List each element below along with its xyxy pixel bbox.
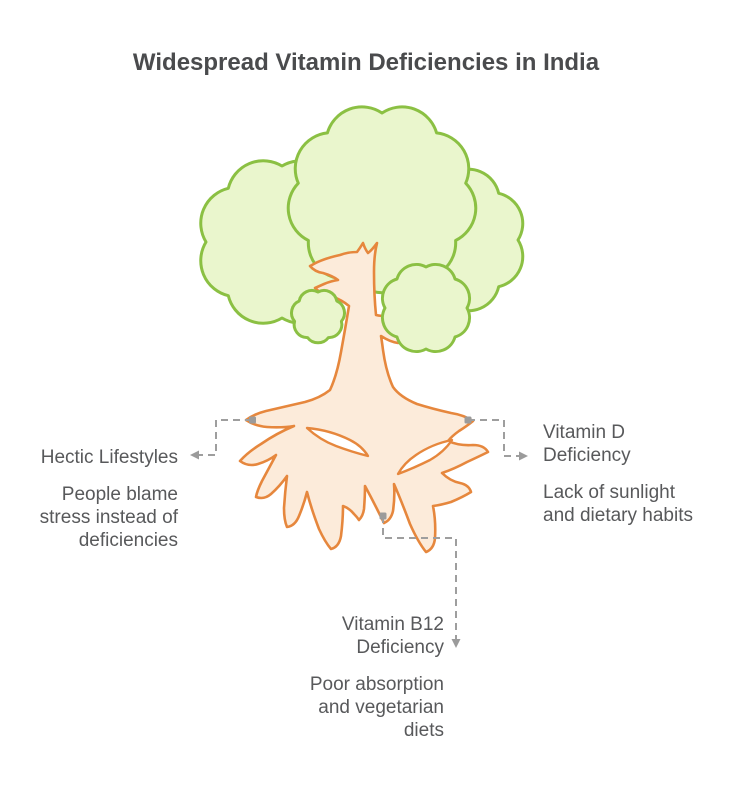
connector-bottom-arrowhead-icon [451,639,461,648]
tree-canopy-front [290,262,472,354]
label-heading: Vitamin B12 Deficiency [244,613,444,659]
label-heading: Vitamin D Deficiency [543,421,728,467]
label-vitamin-b12-deficiency: Vitamin B12 Deficiency Poor absorption a… [244,613,444,742]
canopy-blob-small-left [290,289,346,345]
connector-right-line [468,419,520,457]
connector-right-arrowhead-icon [519,451,528,461]
root-notch-right [396,438,454,476]
connector-left-root-dot [249,416,256,424]
label-line: Vitamin D [543,422,626,443]
canopy-blob-small-right [380,262,472,354]
label-line: diets [403,720,444,741]
root-notch-left [305,426,370,458]
label-description: Lack of sunlight and dietary habits [543,481,728,527]
label-heading: Hectic Lifestyles [40,447,178,468]
label-line: and dietary habits [543,505,693,526]
label-vitamin-d-deficiency: Vitamin D Deficiency Lack of sunlight an… [543,421,728,527]
label-line: Poor absorption [309,674,444,695]
connector-bottom-root-dot [379,512,387,520]
connector-right-root-dot [464,416,472,424]
tree-canopy [199,105,525,325]
label-line: Vitamin B12 [341,614,444,635]
connector-right [464,416,528,461]
label-line: stress instead of [39,507,178,528]
page-title: Widespread Vitamin Deficiencies in India [132,49,600,76]
label-line: People blame [61,484,178,505]
label-line: deficiencies [78,530,178,551]
label-hectic-lifestyles: Hectic Lifestyles People blame stress in… [0,446,178,552]
label-description: Poor absorption and vegetarian diets [244,673,444,742]
connector-left-arrowhead-icon [190,450,199,460]
label-line: Deficiency [543,445,631,466]
connector-left [190,416,256,460]
connector-bottom [379,512,461,648]
label-line: Deficiency [356,637,444,658]
label-description: People blame stress instead of deficienc… [0,483,178,552]
label-line: and vegetarian [318,697,444,718]
label-line: Lack of sunlight [543,482,676,503]
connector-left-line [198,419,252,456]
trunk-roots-shape [238,241,490,554]
connector-bottom-line [382,516,457,640]
tree-trunk-and-roots [238,241,490,554]
